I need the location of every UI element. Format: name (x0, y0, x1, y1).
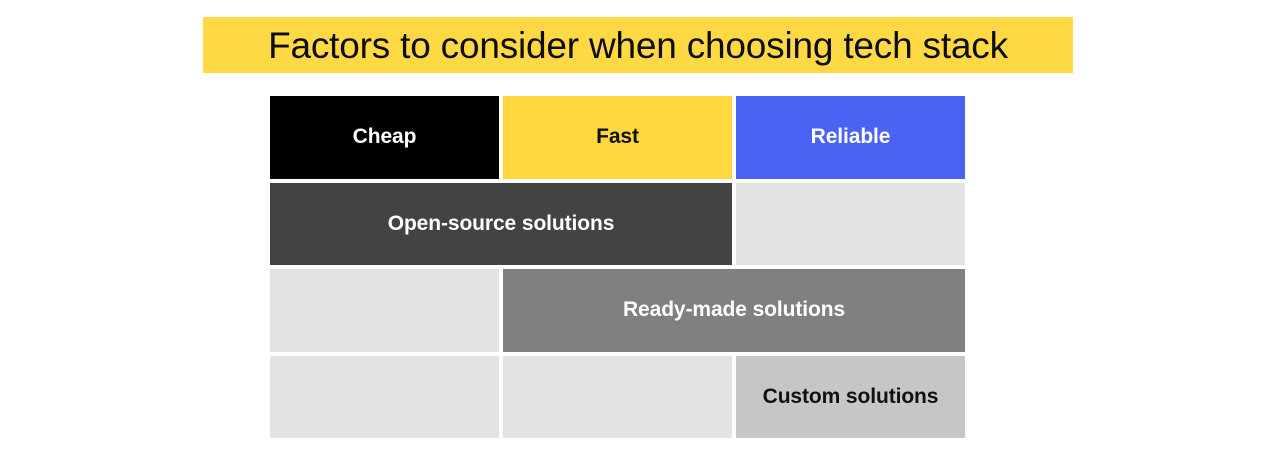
cell-ready-made-solutions: Ready-made solutions (503, 269, 965, 352)
page-title: Factors to consider when choosing tech s… (268, 24, 1008, 66)
cell-empty-ready-made-cheap (270, 269, 499, 352)
header-cell-reliable: Reliable (736, 96, 965, 179)
label-custom-solutions: Custom solutions (762, 384, 939, 408)
page-title-banner: Factors to consider when choosing tech s… (203, 17, 1073, 73)
cell-empty-custom-fast (503, 355, 732, 438)
label-open-source-solutions: Open-source solutions (387, 211, 615, 235)
cell-empty-custom-cheap (270, 355, 499, 438)
cell-empty-open-source-reliable (736, 182, 965, 265)
cell-open-source-solutions: Open-source solutions (270, 182, 732, 265)
cell-custom-solutions: Custom solutions (736, 355, 965, 438)
header-cell-fast: Fast (503, 96, 732, 179)
header-cell-cheap: Cheap (270, 96, 499, 179)
header-label-fast: Fast (596, 125, 639, 149)
label-ready-made-solutions: Ready-made solutions (622, 298, 846, 322)
tech-stack-matrix: Cheap Fast Reliable Open-source solution… (270, 96, 965, 438)
header-label-cheap: Cheap (352, 125, 417, 149)
header-label-reliable: Reliable (810, 125, 891, 149)
